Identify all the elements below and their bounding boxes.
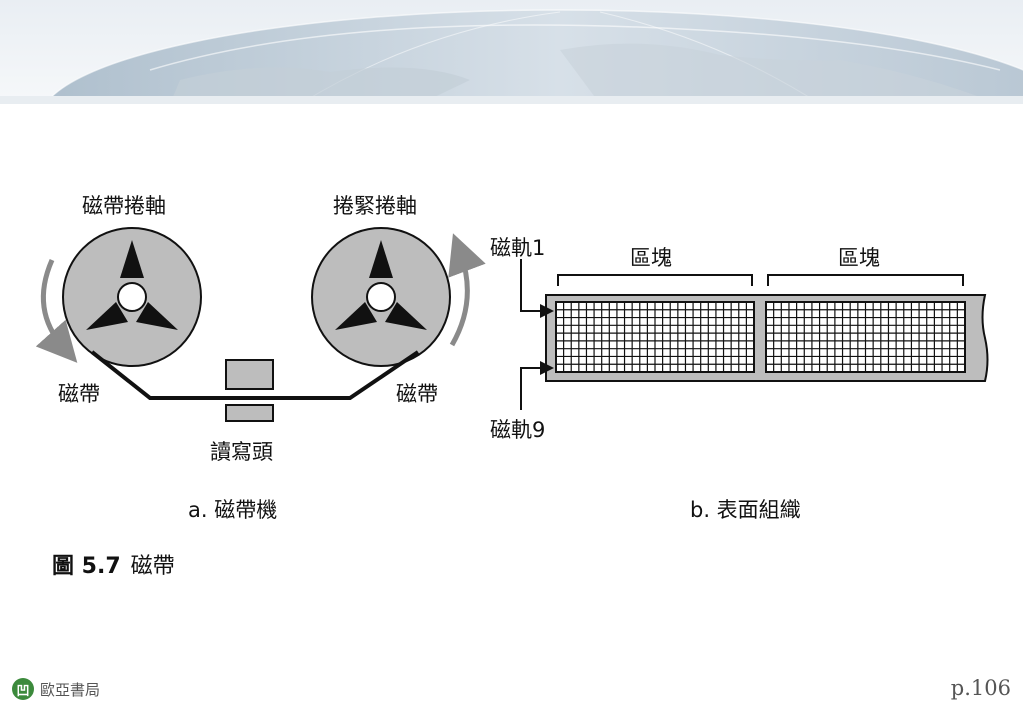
diagram-a-caption: a. 磁帶機 xyxy=(188,498,278,522)
track-first-label: 磁軌1 xyxy=(490,236,546,260)
block-grid-lines xyxy=(556,302,965,372)
read-write-head-label: 讀寫頭 xyxy=(210,440,273,464)
header-banner xyxy=(0,0,1023,104)
read-write-head-top xyxy=(225,359,274,390)
tape-right-label: 磁帶 xyxy=(396,382,438,406)
block-bracket-1 xyxy=(557,274,753,286)
publisher-name: 歐亞書局 xyxy=(40,680,101,699)
publisher-logo-icon: 凹 xyxy=(12,678,34,700)
track-9-pointer xyxy=(520,361,554,410)
figure-number: 圖 5.7 xyxy=(52,554,121,579)
block-label-2: 區塊 xyxy=(838,246,880,270)
takeup-reel xyxy=(311,227,451,367)
figure-title: 磁帶 xyxy=(130,554,175,579)
block-label-1: 區塊 xyxy=(630,246,672,270)
publisher-logo: 凹 歐亞書局 xyxy=(12,678,100,700)
read-write-head-bottom xyxy=(225,404,274,422)
block-bracket-2 xyxy=(767,274,964,286)
supply-reel xyxy=(62,227,202,367)
takeup-reel-rotation-arrow xyxy=(448,233,486,347)
diagram-b-caption: b. 表面組織 xyxy=(690,498,801,522)
globe-banner-graphic xyxy=(0,0,1023,104)
track-1-pointer xyxy=(520,259,554,318)
page-number: p.106 xyxy=(950,676,1011,700)
track-last-label: 磁軌9 xyxy=(490,418,546,442)
supply-reel-rotation-arrow xyxy=(35,258,78,363)
figure-caption: 圖 5.7 磁帶 xyxy=(52,548,175,580)
takeup-reel-label: 捲緊捲軸 xyxy=(333,194,417,218)
tape-left-label: 磁帶 xyxy=(58,382,100,406)
supply-reel-label: 磁帶捲軸 xyxy=(82,194,166,218)
tape-path xyxy=(90,350,420,400)
